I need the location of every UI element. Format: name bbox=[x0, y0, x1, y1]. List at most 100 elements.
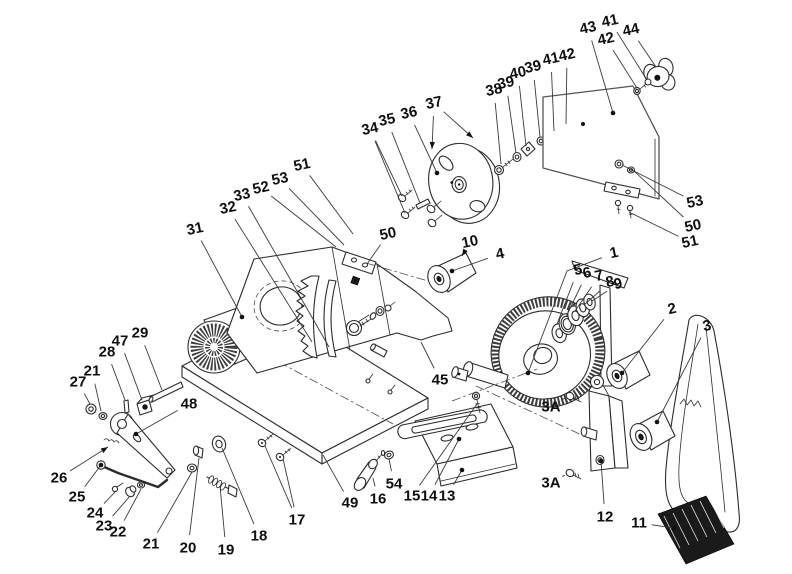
part-label-18: 18 bbox=[251, 528, 268, 545]
abrasive-patch bbox=[657, 495, 735, 565]
leader-dot bbox=[610, 110, 616, 116]
idler-roller-upper bbox=[606, 350, 651, 390]
leader-line bbox=[591, 40, 614, 114]
clamp-knob bbox=[643, 57, 676, 91]
leader-dot bbox=[449, 268, 455, 274]
leader-line bbox=[507, 95, 517, 154]
part-label-12: 12 bbox=[597, 509, 614, 526]
part-label-25: 25 bbox=[69, 489, 86, 506]
leader-line bbox=[372, 477, 376, 487]
part-label-19: 19 bbox=[218, 542, 235, 559]
part-label-11: 11 bbox=[631, 515, 647, 532]
leader-arrow bbox=[100, 447, 108, 453]
leader-line bbox=[112, 495, 131, 517]
guard-panel bbox=[542, 85, 660, 200]
part-label-44: 44 bbox=[621, 20, 641, 40]
part-label-32: 32 bbox=[218, 198, 238, 218]
leader-line bbox=[366, 244, 381, 265]
part-label-15: 15 bbox=[404, 488, 421, 505]
leader-line bbox=[69, 446, 109, 472]
leader-line bbox=[135, 410, 178, 435]
part-label-50: 50 bbox=[683, 216, 703, 236]
leader-line bbox=[533, 79, 541, 138]
tracking-roller bbox=[427, 252, 477, 293]
part-label-5: 5 bbox=[572, 261, 584, 279]
leader-dot bbox=[619, 370, 625, 376]
leader-arrow bbox=[466, 131, 473, 138]
curved-strip bbox=[323, 279, 337, 358]
leader-line bbox=[562, 474, 566, 477]
leader-line bbox=[264, 445, 293, 509]
part-label-47: 47 bbox=[112, 333, 129, 350]
top-bracket bbox=[341, 251, 377, 275]
leader-line bbox=[322, 454, 345, 492]
part-label-41: 41 bbox=[541, 49, 561, 69]
part-label-20: 20 bbox=[180, 540, 197, 557]
part-label-52: 52 bbox=[251, 178, 271, 198]
leader-line bbox=[656, 337, 702, 423]
part-label-10: 10 bbox=[460, 232, 480, 252]
part-label-13: 13 bbox=[439, 488, 456, 505]
leader-line bbox=[123, 488, 142, 521]
part-label-24: 24 bbox=[87, 505, 104, 522]
work-table bbox=[397, 391, 518, 487]
panel-mount-bracket bbox=[603, 159, 641, 219]
sanding-belt bbox=[657, 314, 740, 565]
leader-arrow bbox=[429, 141, 435, 149]
leader-line bbox=[420, 341, 435, 369]
leader-line bbox=[419, 403, 478, 486]
part-label-49: 49 bbox=[342, 495, 359, 512]
part-label-39: 39 bbox=[523, 57, 543, 77]
leader-line bbox=[600, 460, 605, 505]
leader-arrow bbox=[462, 248, 468, 256]
leader-dot bbox=[239, 314, 245, 320]
part-label-8: 8 bbox=[604, 273, 616, 291]
leader-line bbox=[434, 438, 460, 485]
leader-line bbox=[221, 447, 255, 525]
part-label-34: 34 bbox=[360, 119, 380, 139]
main-housing bbox=[226, 246, 453, 374]
part-label-1: 1 bbox=[608, 244, 620, 262]
leader-line bbox=[633, 170, 684, 218]
axis-lines bbox=[365, 262, 587, 438]
leader-line bbox=[94, 383, 102, 412]
part-label-3: 3 bbox=[701, 317, 713, 335]
part-label-43: 43 bbox=[578, 18, 598, 38]
leader-line bbox=[391, 131, 421, 204]
leader-line bbox=[388, 458, 392, 472]
part-label-21: 21 bbox=[143, 536, 160, 553]
leader-line bbox=[651, 524, 675, 529]
part-label-41: 41 bbox=[600, 11, 620, 31]
wheel-bolt-cluster bbox=[397, 189, 443, 228]
knob-fasteners bbox=[633, 78, 652, 96]
tension-bracket bbox=[565, 374, 629, 480]
part-label-42: 42 bbox=[557, 45, 577, 65]
leader-dot bbox=[525, 370, 531, 376]
part-label-48: 48 bbox=[181, 396, 198, 413]
part-label-21: 21 bbox=[84, 363, 101, 380]
key-pin bbox=[415, 198, 431, 210]
leader-dot bbox=[434, 170, 440, 176]
leader-line bbox=[189, 457, 200, 536]
part-label-53: 53 bbox=[270, 169, 290, 189]
part-label-37: 37 bbox=[424, 93, 444, 113]
leader-dot bbox=[459, 467, 465, 473]
part-label-16: 16 bbox=[370, 491, 387, 508]
part-label-39: 39 bbox=[496, 73, 516, 93]
leader-line bbox=[628, 211, 679, 237]
leader-dot bbox=[456, 436, 462, 442]
leader-line bbox=[561, 397, 566, 401]
part-label-7: 7 bbox=[593, 267, 605, 285]
leader-line bbox=[451, 257, 488, 272]
leader-line bbox=[583, 290, 601, 306]
part-label-2: 2 bbox=[666, 300, 678, 318]
leader-line bbox=[621, 164, 684, 197]
leader-line bbox=[157, 471, 193, 533]
leader-line bbox=[103, 490, 117, 504]
leader-line bbox=[200, 240, 243, 318]
part-label-53: 53 bbox=[685, 192, 705, 212]
part-label-54: 54 bbox=[386, 476, 403, 493]
leader-line bbox=[565, 284, 582, 318]
